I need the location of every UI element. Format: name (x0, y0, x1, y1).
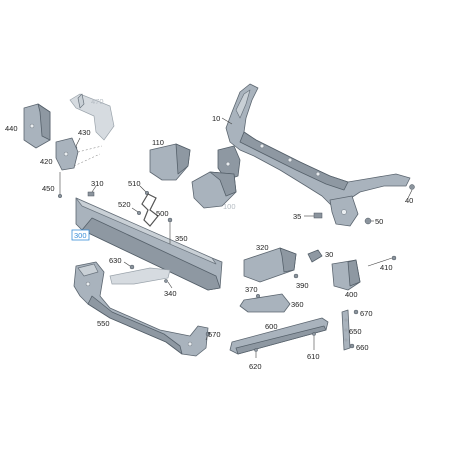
label-630: 630 (109, 256, 122, 265)
part-310-clip[interactable] (87, 185, 97, 197)
label-620: 620 (249, 362, 262, 371)
label-470: 470 (91, 97, 104, 106)
label-410: 410 (380, 263, 393, 272)
label-500: 500 (156, 209, 169, 218)
label-30: 30 (325, 250, 333, 259)
label-550: 550 (97, 319, 110, 328)
part-390-nut[interactable] (293, 273, 299, 279)
label-35: 35 (293, 212, 301, 221)
part-450-screw[interactable] (57, 172, 63, 199)
label-300-box (71, 229, 90, 241)
part-400-bracket[interactable] (331, 259, 361, 291)
part-550-lower-carrier[interactable] (73, 261, 209, 357)
part-500-wire-bracket[interactable] (141, 193, 159, 227)
part-100-air-duct[interactable] (191, 171, 237, 209)
label-510: 510 (128, 179, 141, 188)
part-35-bolt[interactable] (304, 212, 323, 219)
label-660: 660 (356, 343, 369, 352)
label-650: 650 (349, 327, 362, 336)
part-620-screw[interactable] (254, 348, 258, 358)
label-570: 570 (208, 330, 221, 339)
label-450: 450 (42, 184, 55, 193)
part-300-impact-beam[interactable] (75, 197, 223, 291)
label-10: 10 (212, 114, 220, 123)
part-520-screw[interactable] (131, 207, 142, 216)
part-360-cover[interactable] (239, 293, 291, 313)
part-410-bolt[interactable] (367, 255, 397, 267)
part-40-bolt[interactable] (407, 184, 415, 199)
label-40: 40 (405, 196, 413, 205)
part-670-nut[interactable] (353, 309, 359, 315)
label-610: 610 (307, 352, 320, 361)
part-110-air-duct[interactable] (149, 143, 191, 181)
part-50-nut[interactable] (364, 217, 374, 225)
label-390: 390 (296, 281, 309, 290)
label-320: 320 (256, 243, 269, 252)
part-650-strip[interactable] (341, 309, 351, 351)
part-30-clip[interactable] (307, 249, 323, 263)
label-520: 520 (118, 200, 131, 209)
part-660-nut[interactable] (349, 343, 355, 349)
label-440: 440 (5, 124, 18, 133)
part-600-rail[interactable] (229, 317, 329, 355)
label-100: 100 (223, 202, 236, 211)
label-600: 600 (265, 322, 278, 331)
label-50: 50 (375, 217, 383, 226)
part-350-screw[interactable] (167, 217, 173, 244)
part-420-bracket[interactable] (55, 137, 103, 171)
part-570-screw[interactable] (205, 331, 211, 341)
label-670: 670 (360, 309, 373, 318)
label-360: 360 (291, 300, 304, 309)
part-510-screw[interactable] (139, 185, 150, 196)
part-470-bracket[interactable] (69, 93, 115, 141)
label-420: 420 (40, 157, 53, 166)
part-320-bracket[interactable] (243, 247, 297, 283)
part-610-screw[interactable] (312, 332, 316, 350)
label-370: 370 (245, 285, 258, 294)
label-110: 110 (152, 138, 164, 147)
part-10-front-carrier[interactable] (217, 83, 411, 227)
label-340: 340 (164, 289, 177, 298)
part-440-bracket[interactable] (23, 103, 51, 149)
label-350: 350 (175, 234, 188, 243)
label-310: 310 (91, 179, 104, 188)
part-340-deflector[interactable] (109, 267, 173, 289)
label-430: 430 (78, 128, 91, 137)
label-300[interactable]: 300 (74, 231, 87, 240)
part-630-clip[interactable] (123, 261, 135, 270)
label-400: 400 (345, 290, 358, 299)
